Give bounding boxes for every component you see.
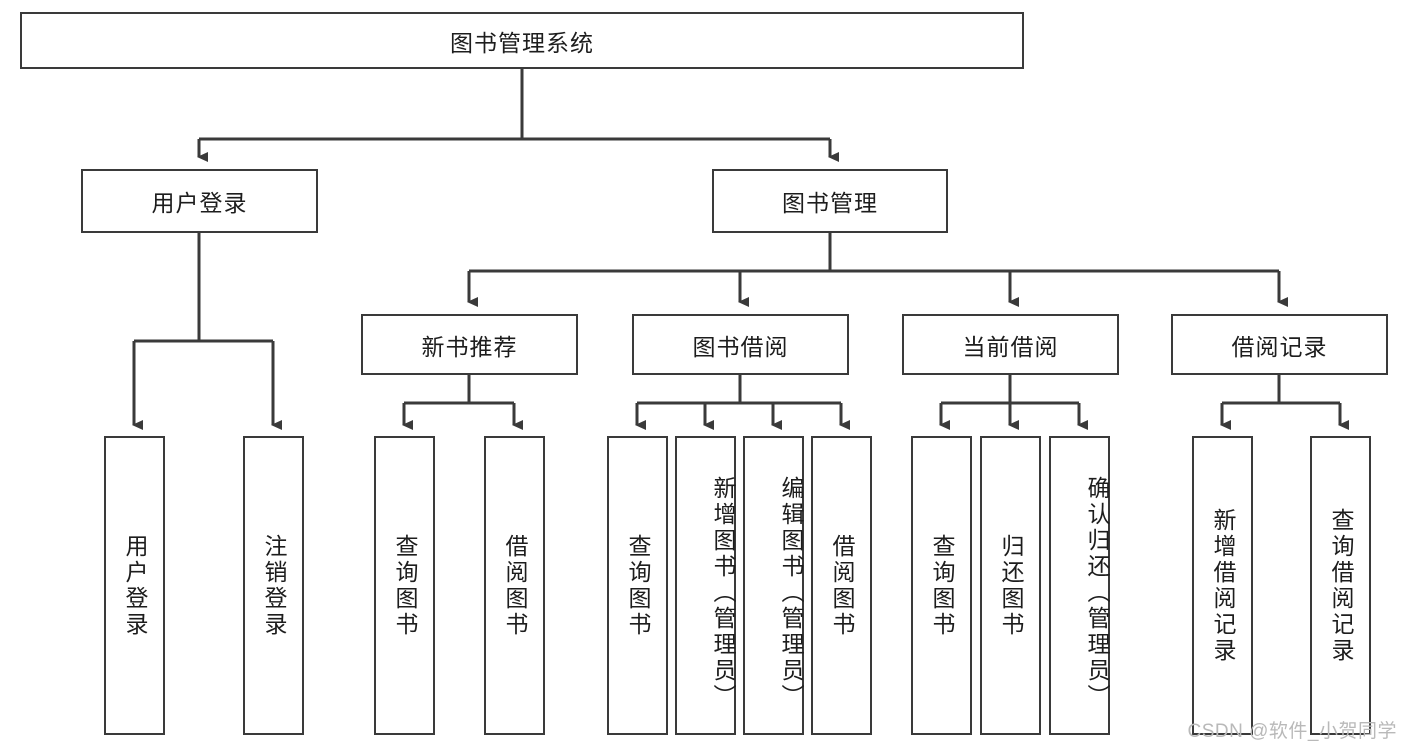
node-leaf-borrow-book-1[interactable]: 借阅图书 (484, 436, 545, 735)
node-leaf-query-book-3-label: 查询图书 (929, 533, 955, 638)
node-new-book-rec[interactable]: 新书推荐 (361, 314, 578, 375)
node-leaf-return-book[interactable]: 归还图书 (980, 436, 1041, 735)
node-leaf-borrow-book-2[interactable]: 借阅图书 (811, 436, 872, 735)
node-leaf-query-book-1-label: 查询图书 (392, 533, 418, 638)
node-leaf-query-book-2[interactable]: 查询图书 (607, 436, 668, 735)
node-leaf-borrow-book-2-label: 借阅图书 (829, 533, 855, 638)
watermark: CSDN @软件_小贺同学 (1187, 721, 1397, 742)
node-leaf-query-book-3[interactable]: 查询图书 (911, 436, 972, 735)
node-leaf-add-book[interactable]: 新增图书（管理员） (675, 436, 736, 735)
node-leaf-add-book-label: 新增图书（管理员） (710, 475, 736, 710)
node-leaf-query-record[interactable]: 查询借阅记录 (1310, 436, 1371, 735)
node-leaf-logout[interactable]: 注销登录 (243, 436, 304, 735)
node-book-manage-label: 图书管理 (782, 190, 878, 216)
node-root-label: 图书管理系统 (450, 29, 594, 56)
node-leaf-logout-label: 注销登录 (261, 533, 287, 638)
node-current-borrow[interactable]: 当前借阅 (902, 314, 1119, 375)
node-leaf-query-book-1[interactable]: 查询图书 (374, 436, 435, 735)
node-leaf-user-login-label: 用户登录 (122, 533, 148, 638)
node-leaf-user-login[interactable]: 用户登录 (104, 436, 165, 735)
node-current-borrow-label: 当前借阅 (962, 333, 1059, 360)
node-leaf-borrow-book-1-label: 借阅图书 (502, 533, 528, 638)
node-user-login-label: 用户登录 (151, 190, 248, 216)
node-leaf-confirm-return-label: 确认归还（管理员） (1084, 475, 1110, 710)
node-book-borrow[interactable]: 图书借阅 (632, 314, 849, 375)
node-book-manage[interactable]: 图书管理 (712, 169, 948, 233)
node-user-login[interactable]: 用户登录 (81, 169, 318, 233)
node-new-book-rec-label: 新书推荐 (421, 333, 518, 360)
node-leaf-query-book-2-label: 查询图书 (625, 533, 651, 638)
node-root[interactable]: 图书管理系统 (20, 12, 1024, 69)
node-borrow-record-label: 借阅记录 (1231, 333, 1328, 360)
node-leaf-confirm-return[interactable]: 确认归还（管理员） (1049, 436, 1110, 735)
node-leaf-add-record-label: 新增借阅记录 (1210, 507, 1236, 664)
node-book-borrow-label: 图书借阅 (692, 333, 789, 360)
node-leaf-query-record-label: 查询借阅记录 (1328, 507, 1354, 664)
node-leaf-edit-book-label: 编辑图书（管理员） (778, 475, 804, 710)
node-borrow-record[interactable]: 借阅记录 (1171, 314, 1388, 375)
node-leaf-edit-book[interactable]: 编辑图书（管理员） (743, 436, 804, 735)
node-leaf-return-book-label: 归还图书 (998, 533, 1024, 638)
node-leaf-add-record[interactable]: 新增借阅记录 (1192, 436, 1253, 735)
